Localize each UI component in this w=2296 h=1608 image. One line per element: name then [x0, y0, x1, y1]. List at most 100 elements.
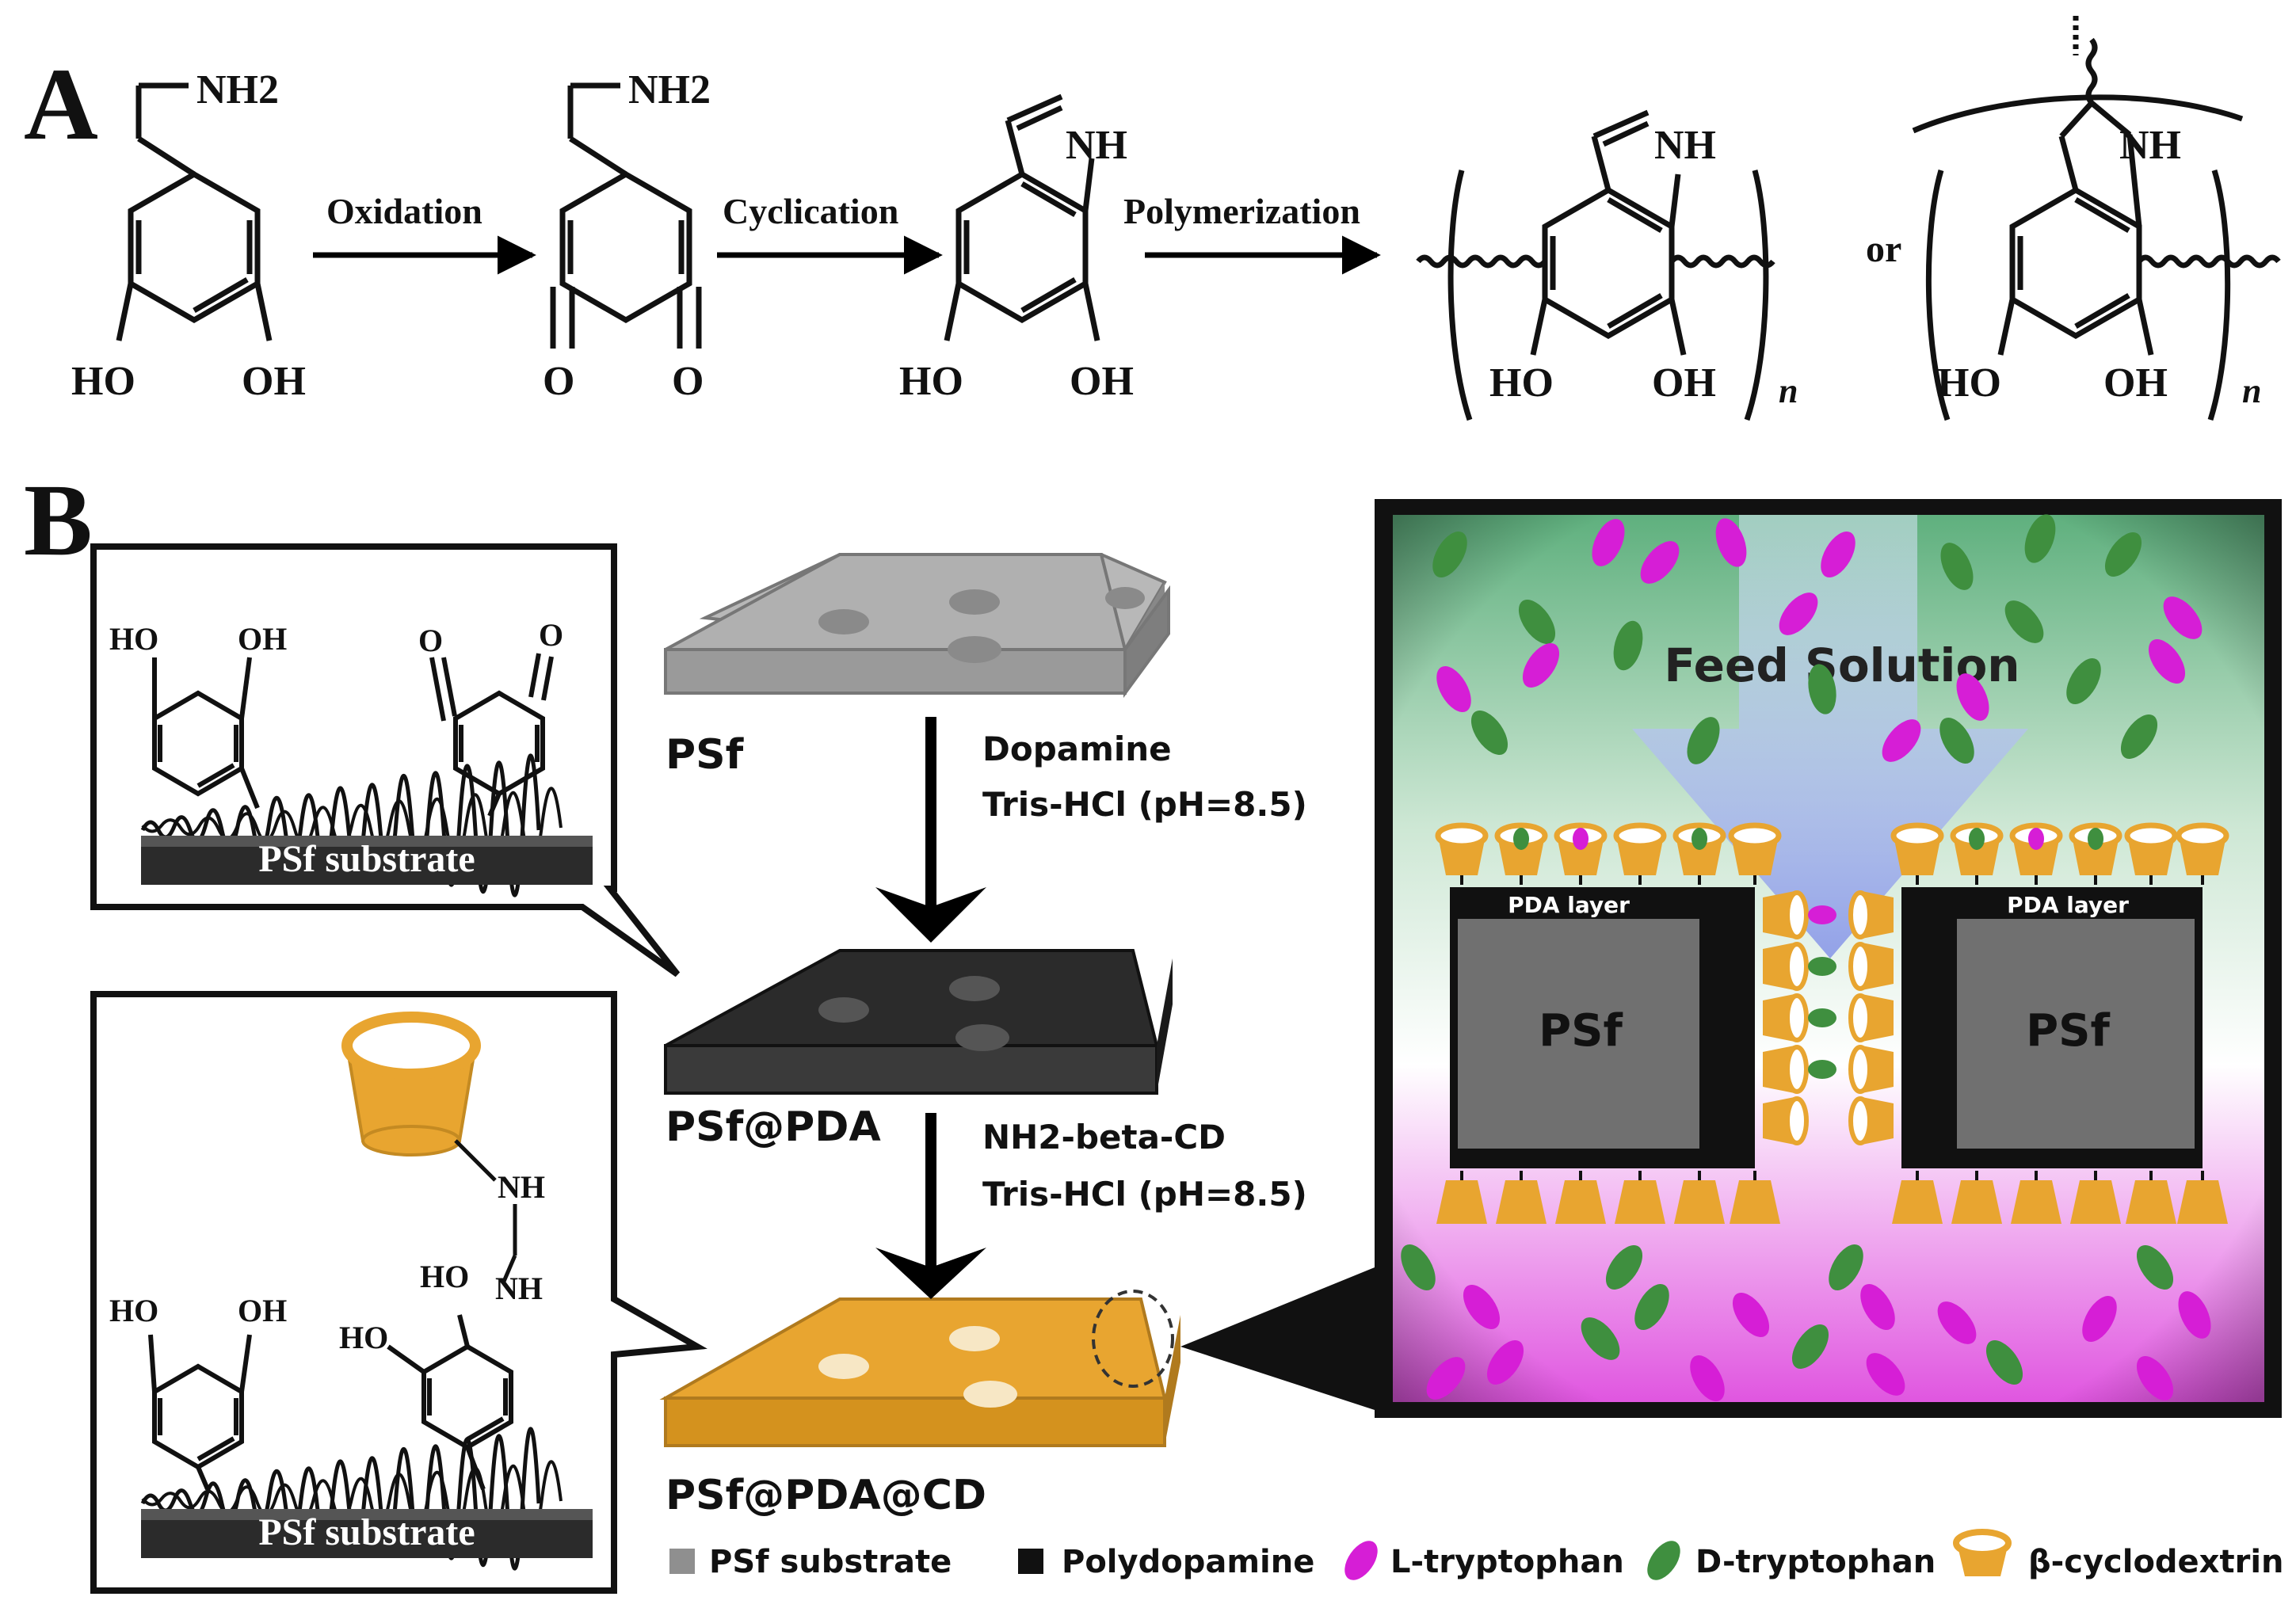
cyclodextrin-cup: [1848, 993, 1894, 1042]
cyclodextrin-cup: [1435, 822, 1489, 885]
l-tryptophan-molecule: [1779, 593, 1818, 635]
cyclodextrin-cup: [1555, 1171, 1606, 1224]
d-tryptophan-molecule: [2104, 532, 2142, 577]
legend-swatch-pda: [1018, 1549, 1043, 1574]
cyclodextrin-cup: [1674, 1171, 1725, 1224]
l-tryptophan-molecule: [2136, 1356, 2174, 1400]
sheet-label: PSf: [666, 731, 745, 779]
ho-label: HO: [1937, 360, 2001, 406]
cyclodextrin-cup: [2177, 1171, 2228, 1224]
step-2-buffer: Tris-HCl (pH=8.5): [982, 1175, 1307, 1214]
cyclodextrin-cup: [1848, 890, 1894, 939]
cyclodextrin-cup: [2126, 1171, 2176, 1224]
cyclodextrin-cup: [1763, 993, 1809, 1042]
cyclodextrin-cup: [1436, 1171, 1487, 1224]
cyclodextrin-cup: [1763, 1096, 1809, 1145]
d-tryptophan-molecule: [2004, 600, 2044, 643]
o-label: O: [539, 617, 563, 653]
psf-sheet: [664, 553, 1170, 699]
tryptophan-in-pore: [1808, 905, 1836, 924]
l-tryptophan-molecule: [2163, 596, 2203, 639]
cyclodextrin-cup: [1728, 822, 1782, 885]
cyclodextrin-cup: [2124, 822, 2178, 885]
tryptophan-molecules: [1401, 514, 2211, 1401]
cyclication-label: Cyclication: [723, 191, 898, 231]
cyclodextrin-cup: [1950, 822, 2004, 885]
cyclodextrin-cup: [1763, 942, 1809, 991]
cyclodextrin-cup: [1672, 822, 1726, 885]
legend-label: L-tryptophan: [1390, 1544, 1624, 1580]
nh-label: NH: [1066, 123, 1127, 168]
cyclodextrin-cup: [1613, 822, 1667, 885]
legend-swatch-d-trp: [1647, 1541, 1680, 1580]
l-tryptophan-molecule: [1715, 518, 1747, 567]
ho-label: HO: [420, 1259, 469, 1294]
dopaminequinone-molecule: [550, 82, 702, 349]
cyclodextrin-cup: [1496, 1171, 1547, 1224]
o-label: O: [672, 359, 704, 404]
pda-layer-label: PDA layer: [2007, 892, 2129, 918]
cyclodextrin-cup: [1554, 822, 1608, 885]
panel-a-label: A: [24, 48, 98, 162]
cyclodextrin-cup: [1848, 1045, 1894, 1094]
oxidation-label: Oxidation: [326, 191, 482, 231]
cyclodextrin-cup: [1763, 890, 1809, 939]
d-tryptophan-molecule: [2024, 514, 2056, 563]
cyclodextrin-cup: [2070, 1171, 2121, 1224]
or-label: or: [1866, 228, 1901, 270]
l-tryptophan-molecule: [1821, 532, 1855, 577]
d-tryptophan-molecule: [1432, 532, 1467, 577]
dopamine-molecule: [116, 82, 273, 341]
l-tryptophan-molecule: [1486, 1340, 1524, 1385]
d-tryptophan-molecule: [1791, 1324, 1829, 1369]
cyclodextrin-cup: [1730, 1171, 1780, 1224]
step-1-reagent: Dopamine: [982, 730, 1172, 768]
o-label: O: [543, 359, 574, 404]
ho-label: HO: [109, 621, 158, 657]
l-tryptophan-molecule: [1866, 1353, 1905, 1396]
cyclodextrin-cup: [2069, 822, 2122, 885]
cyclodextrin-cup: [1494, 822, 1548, 885]
tryptophan-in-pore: [1808, 1008, 1836, 1027]
d-tryptophan-molecule: [1939, 718, 1974, 764]
l-tryptophan-molecule: [1690, 1355, 1725, 1401]
legend-swatch-psf: [669, 1549, 695, 1574]
sheet-label: PSf@PDA: [666, 1103, 881, 1151]
psf-block-label: PSf: [1539, 1005, 1623, 1057]
l-tryptophan-molecule: [1426, 1357, 1466, 1400]
oh-label: OH: [242, 359, 306, 404]
d-tryptophan-molecule: [1581, 1317, 1620, 1360]
cyclodextrin-cup: [1951, 1171, 2002, 1224]
polydopamine-unit-2: [1912, 16, 2281, 421]
polymerization-label: Polymerization: [1123, 191, 1360, 231]
legend-label: PSf substrate: [709, 1544, 952, 1580]
nh2-label: NH2: [196, 67, 279, 112]
oh-label: OH: [238, 621, 287, 657]
ho-label: HO: [71, 359, 135, 404]
l-tryptophan-molecule: [2148, 639, 2186, 684]
cyclodextrin-cup: [1763, 1045, 1809, 1094]
legend-label: β-cyclodextrin: [2028, 1544, 2284, 1580]
l-tryptophan-molecule: [1937, 1301, 1977, 1344]
nh-label: NH: [498, 1169, 545, 1205]
psf-pda-cd-inset: [90, 991, 707, 1594]
cyclodextrin-cup: [1848, 1096, 1894, 1145]
nh2-label: NH2: [628, 67, 711, 112]
l-tryptophan-molecule: [1436, 666, 1471, 712]
cyclodextrin-cup: [1890, 822, 1944, 885]
d-tryptophan-molecule: [2066, 658, 2101, 704]
d-tryptophan-molecule: [1687, 717, 1720, 764]
d-tryptophan-molecule: [1634, 1284, 1669, 1330]
d-tryptophan-molecule: [1613, 620, 1643, 671]
d-tryptophan-molecule: [1985, 1340, 2023, 1385]
oh-label: OH: [238, 1293, 287, 1328]
d-tryptophan-molecule: [1401, 1244, 1436, 1290]
d-tryptophan-molecule: [1940, 543, 1974, 590]
cyclodextrin-layer: [1435, 822, 2229, 1224]
pda-layer-label: PDA layer: [1508, 892, 1630, 918]
legend-swatch-cd: [1953, 1529, 2012, 1557]
oh-label: OH: [2103, 360, 2168, 406]
psf-pda-cd-sheet: [659, 1267, 1375, 1447]
cyclodextrin-cup: [1615, 1171, 1665, 1224]
cyclodextrin-cup: [2009, 822, 2063, 885]
